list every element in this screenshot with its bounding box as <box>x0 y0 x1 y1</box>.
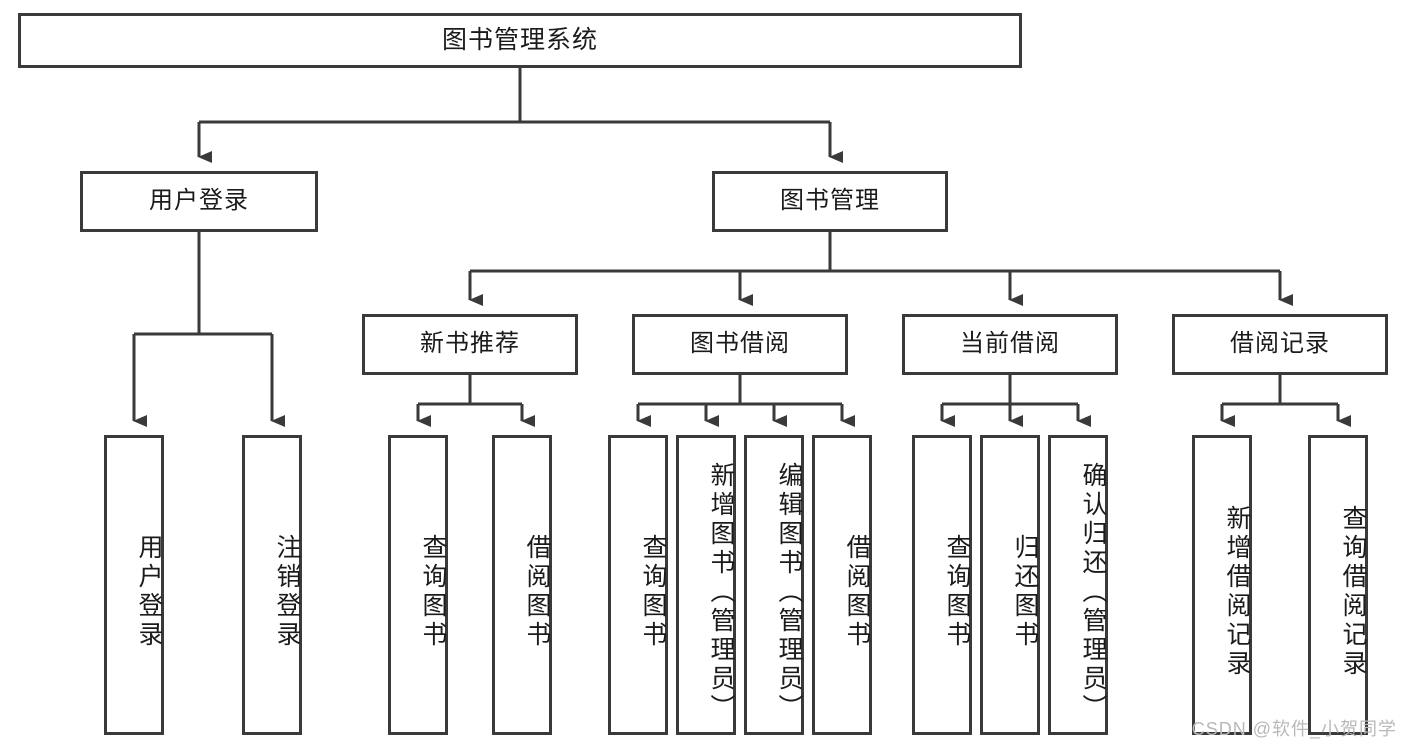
node-label: 查询图书 <box>943 534 971 650</box>
leaf-book-borrow-borrow[interactable]: 借阅图书 <box>812 435 872 735</box>
node-label: 图书借阅 <box>690 330 790 358</box>
leaf-current-borrow-query[interactable]: 查询图书 <box>912 435 972 735</box>
leaf-current-borrow-return[interactable]: 归还图书 <box>980 435 1040 735</box>
node-label: 借阅记录 <box>1230 330 1330 358</box>
node-label: 注销登录 <box>273 534 301 650</box>
node-book-borrow[interactable]: 图书借阅 <box>632 314 848 375</box>
node-label: 用户登录 <box>149 187 249 215</box>
node-label: 新书推荐 <box>420 330 520 358</box>
node-label: 图书管理系统 <box>441 25 598 54</box>
leaf-book-borrow-edit[interactable]: 编辑图书（管理员） <box>744 435 804 735</box>
node-current-borrow[interactable]: 当前借阅 <box>902 314 1118 375</box>
node-new-book-recommend[interactable]: 新书推荐 <box>362 314 578 375</box>
watermark: CSDN @软件_小贺同学 <box>1191 719 1397 739</box>
leaf-borrow-record-add[interactable]: 新增借阅记录 <box>1192 435 1252 735</box>
node-root-system[interactable]: 图书管理系统 <box>18 13 1022 68</box>
leaf-book-borrow-add[interactable]: 新增图书（管理员） <box>676 435 736 735</box>
node-label: 归还图书 <box>1011 534 1039 650</box>
node-label: 确认归还（管理员） <box>1079 461 1107 723</box>
node-label: 编辑图书（管理员） <box>775 461 803 723</box>
leaf-new-book-query[interactable]: 查询图书 <box>388 435 448 735</box>
leaf-user-login-signout[interactable]: 注销登录 <box>242 435 302 735</box>
node-label: 查询借阅记录 <box>1339 505 1367 679</box>
node-label: 查询图书 <box>639 534 667 650</box>
node-user-login[interactable]: 用户登录 <box>80 171 318 232</box>
leaf-user-login-signin[interactable]: 用户登录 <box>104 435 164 735</box>
leaf-book-borrow-query[interactable]: 查询图书 <box>608 435 668 735</box>
node-label: 用户登录 <box>135 534 163 650</box>
leaf-new-book-borrow[interactable]: 借阅图书 <box>492 435 552 735</box>
node-borrow-record[interactable]: 借阅记录 <box>1172 314 1388 375</box>
node-book-management[interactable]: 图书管理 <box>712 171 948 232</box>
leaf-current-borrow-confirm[interactable]: 确认归还（管理员） <box>1048 435 1108 735</box>
node-label: 借阅图书 <box>523 534 551 650</box>
node-label: 图书管理 <box>780 187 880 215</box>
node-label: 查询图书 <box>419 534 447 650</box>
node-label: 新增图书（管理员） <box>707 461 735 723</box>
node-label: 新增借阅记录 <box>1223 505 1251 679</box>
node-label: 当前借阅 <box>960 330 1060 358</box>
node-label: 借阅图书 <box>843 534 871 650</box>
leaf-borrow-record-query[interactable]: 查询借阅记录 <box>1308 435 1368 735</box>
